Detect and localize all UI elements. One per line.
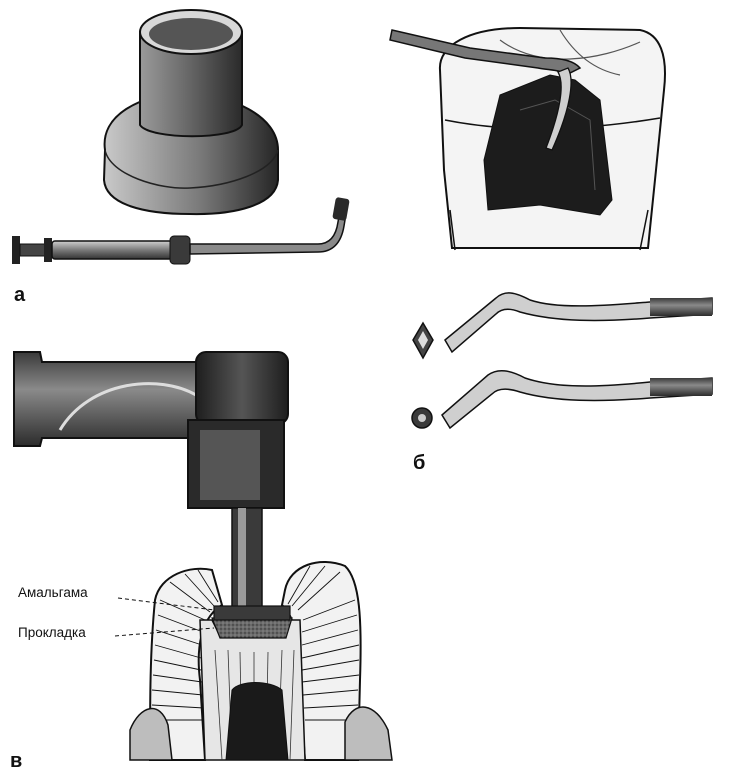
panel-label-a: а (14, 284, 26, 306)
panel-label-b: б (413, 452, 426, 474)
panel-label-c: в (10, 750, 23, 772)
tooth-cross-section (129, 561, 393, 761)
callout-liner: Прокладка (18, 625, 86, 640)
tooth-cavity-view (389, 26, 666, 251)
amalgam-condenser (13, 351, 289, 617)
callout-leaders (114, 597, 215, 637)
amalgam-carrier (12, 197, 350, 265)
amalgam-well (102, 9, 279, 216)
callout-amalgam: Амальгама (18, 585, 88, 600)
diamond-tip-icon (412, 321, 434, 360)
round-tip-icon (411, 407, 433, 429)
pluggers (411, 292, 713, 430)
